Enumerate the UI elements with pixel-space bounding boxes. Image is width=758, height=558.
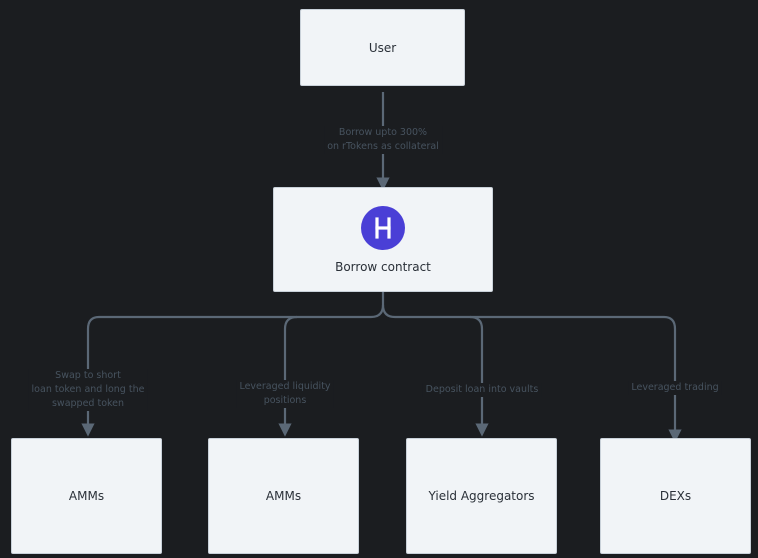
edge-label-user-to-contract: Borrow upto 300% on rTokens as collatera… <box>324 126 442 154</box>
edge-label-line: Leveraged liquidity <box>239 381 331 392</box>
user-node-label: User <box>368 40 397 55</box>
yield-aggregators-node: Yield Aggregators <box>406 438 557 554</box>
edge-label-line: Swap to short <box>55 370 121 381</box>
connector-contract-right <box>381 304 682 443</box>
connector-contract-to-amms-2 <box>278 315 298 437</box>
edge-label-contract-to-amms-1: Swap to short loan token and long the sw… <box>28 369 148 411</box>
edge-label-line: Borrow upto 300% <box>338 127 428 138</box>
connector-contract-to-yield <box>469 315 489 437</box>
borrow-contract-node: Borrow contract <box>273 187 493 292</box>
edge-label-contract-to-amms-2: Leveraged liquidity positions <box>236 380 334 408</box>
dexs-node: DEXs <box>600 438 751 554</box>
edge-label-line: positions <box>263 395 307 406</box>
edge-label-line: Leveraged trading <box>631 382 719 393</box>
connector-contract-trunk <box>81 292 385 437</box>
borrow-contract-label: Borrow contract <box>335 259 431 274</box>
amms-node-1-label: AMMs <box>68 489 105 503</box>
amms-node-1: AMMs <box>11 438 162 554</box>
h-logo-icon <box>361 205 405 250</box>
edge-label-line: on rTokens as collateral <box>327 141 439 152</box>
user-node: User <box>300 9 465 86</box>
edge-label-line: loan token and long the <box>31 384 145 395</box>
edge-label-line: swapped token <box>51 398 125 409</box>
amms-node-2-label: AMMs <box>265 489 302 503</box>
edge-label-line: Deposit loan into vaults <box>425 384 539 395</box>
amms-node-2: AMMs <box>208 438 359 554</box>
edge-label-contract-to-dexs: Leveraged trading <box>628 381 722 395</box>
dexs-label: DEXs <box>659 489 692 503</box>
edge-label-contract-to-yield: Deposit loan into vaults <box>422 383 542 397</box>
yield-aggregators-label: Yield Aggregators <box>428 489 535 503</box>
